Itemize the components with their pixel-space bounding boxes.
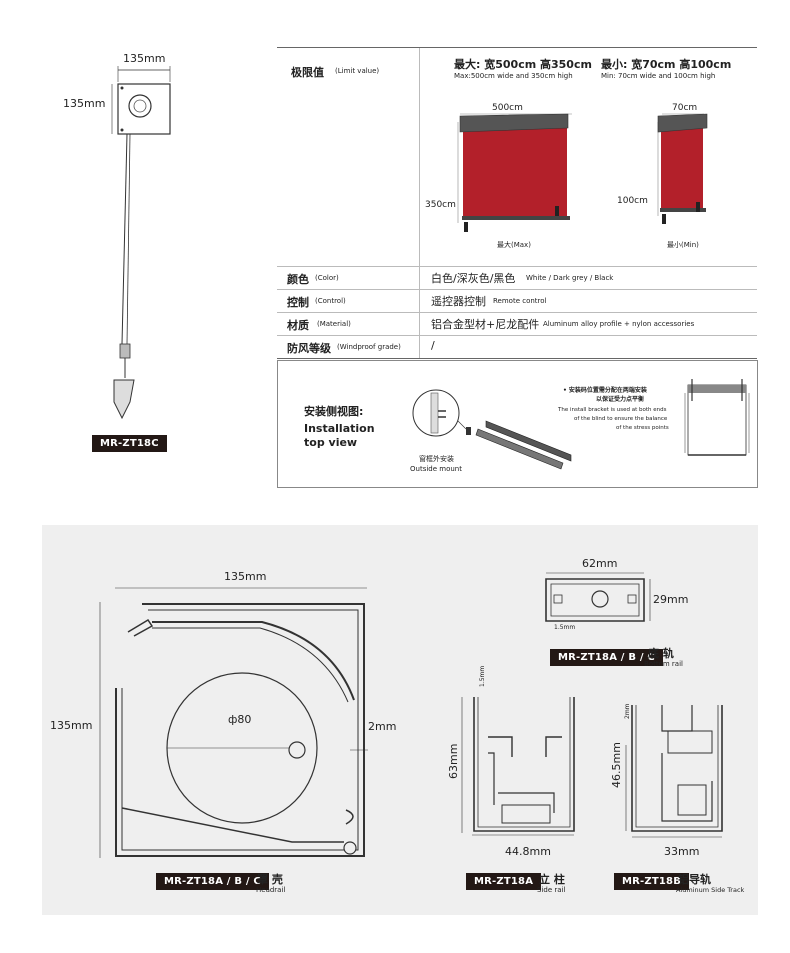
product-model-tag: MR-ZT18C [92, 435, 167, 452]
note-en-3: of the stress points [616, 425, 669, 431]
side-rail-label-en: Side rail [537, 886, 566, 894]
table-row-limit: 极限值 (Limit value) 最大: 宽500cm 高350cm Max:… [277, 48, 757, 267]
max-caption: 最大(Max) [497, 241, 531, 249]
min-caption: 最小(Min) [667, 241, 699, 249]
track-label-cn: 铝导轨 [678, 873, 711, 886]
material-label-en: (Material) [317, 320, 351, 328]
max-height-label: 350cm [425, 200, 456, 210]
bottom-rail-section-drawing [545, 572, 651, 622]
headrail-label-cn: 罩 壳 [257, 873, 283, 886]
side-rail-section-drawing [461, 697, 575, 836]
control-label-en: (Control) [315, 297, 346, 305]
min-title: 最小: 宽70cm 高100cm [601, 58, 732, 71]
note-en-2: of the blind to ensure the balance [574, 416, 668, 422]
mount-label-cn: 窗框外安装 [419, 455, 454, 463]
max-subtitle: Max:500cm wide and 350cm high [454, 72, 573, 80]
table-row-control: 控制 (Control) 遥控器控制 Remote control [277, 289, 757, 313]
windproof-label-en: (Windproof grade) [337, 343, 401, 351]
bottom-rail-wall-label: 1.5mm [554, 624, 576, 631]
limit-label-en: (Limit value) [335, 67, 380, 75]
bottom-rail-label-en: Bottom rail [644, 660, 683, 668]
track-label-en: Aluminum Side Track [676, 886, 745, 894]
side-track-section-drawing [625, 705, 723, 838]
note-cn-2: 以保证受力点平衡 [596, 396, 645, 403]
min-width-label: 70cm [672, 103, 698, 113]
control-value: 遥控器控制 [431, 295, 486, 308]
install-title-en-2: top view [304, 436, 358, 449]
side-rail-wall-label: 1.5mm [479, 665, 486, 687]
installation-box: 安装侧视图: Installation top view 窗框外安装 Outsi… [277, 360, 758, 488]
note-cn-1: • 安装码位置需分配在两端安装 [563, 387, 647, 394]
max-width-label: 500cm [492, 103, 523, 113]
mount-illustration [412, 389, 572, 470]
table-row-windproof: 防风等级 (Windproof grade) / [277, 335, 757, 357]
track-tag: MR-ZT18B [614, 873, 690, 890]
material-value-en: Aluminum alloy profile + nylon accessori… [543, 320, 695, 328]
product-side-drawing [111, 66, 171, 420]
side-dimension-label: 135mm [63, 97, 106, 110]
headrail-label-en: Headrail [256, 886, 286, 894]
color-label: 颜色 [287, 273, 309, 286]
headrail-wall-label: 2mm [368, 720, 397, 733]
mount-label-en: Outside mount [410, 465, 462, 473]
table-divider [419, 48, 420, 358]
min-fabric [661, 126, 703, 210]
bottom-rail-width-label: 62mm [582, 557, 618, 570]
limit-label: 极限值 [291, 66, 324, 79]
max-title: 最大: 宽500cm 高350cm [454, 58, 592, 71]
headrail-diameter-label: ф80 [228, 713, 252, 726]
headrail-width-label: 135mm [224, 570, 267, 583]
note-en-1: The install bracket is used at both ends [558, 407, 667, 413]
headrail-height-label: 135mm [50, 719, 93, 732]
color-label-en: (Color) [315, 274, 339, 282]
color-value-en: White / Dark grey / Black [526, 274, 614, 282]
blind-size-illustration [457, 113, 708, 232]
material-label: 材质 [287, 319, 309, 332]
side-rail-label-cn: 立 柱 [539, 873, 565, 886]
top-dimension-label: 135mm [123, 52, 166, 65]
table-row-color: 颜色 (Color) 白色/深灰色/黑色 White / Dark grey /… [277, 266, 757, 290]
headrail-tag: MR-ZT18A / B / C [156, 873, 269, 890]
control-label: 控制 [287, 296, 309, 309]
color-value: 白色/深灰色/黑色 [431, 272, 516, 285]
spec-table: 极限值 (Limit value) 最大: 宽500cm 高350cm Max:… [277, 47, 757, 359]
bracket-position-diagram [684, 379, 750, 456]
bottom-rail-label-cn: 底 轨 [648, 647, 674, 660]
max-fabric [463, 126, 567, 218]
side-rail-tag: MR-ZT18A [466, 873, 542, 890]
material-value: 铝合金型材+尼龙配件 [431, 318, 540, 331]
control-value-en: Remote control [493, 297, 547, 305]
install-title-en-1: Installation [304, 422, 375, 435]
bottom-rail-height-label: 29mm [653, 593, 689, 606]
table-row-material: 材质 (Material) 铝合金型材+尼龙配件 Aluminum alloy … [277, 312, 757, 336]
bottom-rail-tag: MR-ZT18A / B / C [550, 649, 663, 666]
install-title-cn: 安装侧视图: [304, 405, 364, 418]
side-rail-width-label: 44.8mm [505, 845, 551, 858]
windproof-label: 防风等级 [287, 342, 331, 355]
min-subtitle: Min: 70cm wide and 100cm high [601, 72, 716, 80]
headrail-section-drawing [99, 587, 368, 858]
track-width-label: 33mm [664, 845, 700, 858]
min-height-label: 100cm [617, 196, 648, 206]
windproof-value: / [431, 339, 435, 352]
technical-drawings-panel: 135mm 135mm ф80 2mm MR-ZT18A / B / C 罩 壳… [42, 525, 758, 915]
